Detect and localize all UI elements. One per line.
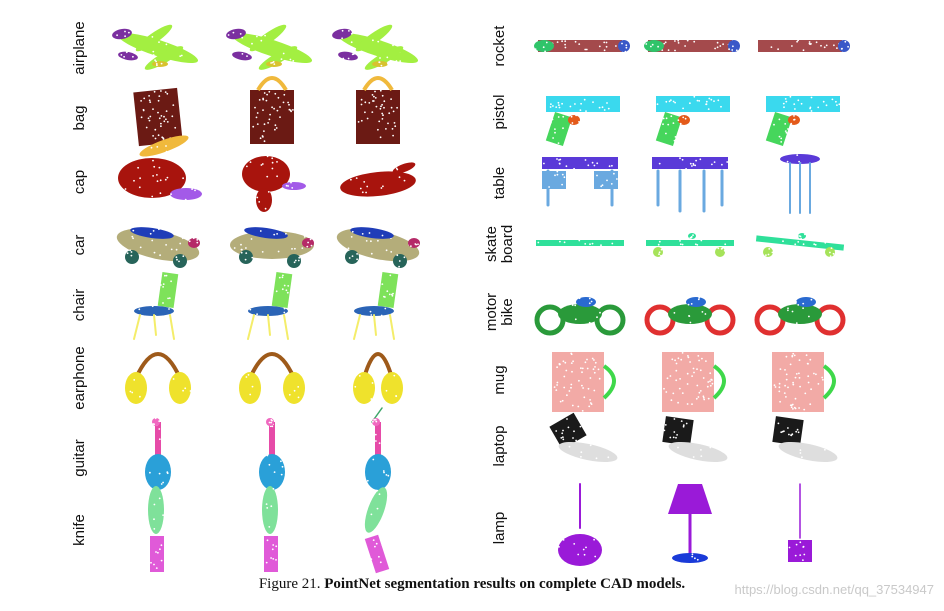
- thumb-earphone-3: [353, 352, 403, 423]
- thumb-chair-1: [133, 272, 179, 340]
- thumb-laptop-1: [549, 412, 618, 463]
- thumb-guitar-1: [145, 417, 171, 490]
- thumb-airplane-3: [332, 24, 419, 70]
- caption-title: PointNet segmentation results on complet…: [324, 576, 686, 592]
- thumb-knife-1: [148, 486, 165, 572]
- thumb-knife-3: [364, 487, 390, 574]
- thumb-cap-1: [118, 158, 202, 201]
- thumb-mug-3: [772, 352, 836, 412]
- thumb-table-2: [652, 157, 729, 213]
- caption-prefix: Figure 21.: [258, 576, 325, 592]
- thumb-earphone-2: [239, 352, 305, 404]
- segmentation-figure: [112, 24, 850, 574]
- thumb-bag-3: [356, 76, 400, 144]
- watermark-url: https://blog.csdn.net/qq_37534947: [734, 582, 935, 597]
- thumb-chair-3: [353, 272, 399, 340]
- row-label-lamp: lamp: [491, 511, 508, 545]
- thumb-cap-3: [340, 162, 416, 197]
- thumb-mug-1: [552, 352, 616, 412]
- thumb-rocket-1: [534, 40, 630, 53]
- thumb-skateboard-2: [646, 233, 734, 257]
- thumb-motorbike-1: [534, 297, 626, 336]
- thumb-airplane-2: [226, 24, 313, 70]
- thumb-chair-2: [247, 272, 293, 340]
- thumb-motorbike-3: [754, 297, 846, 336]
- thumb-car-1: [116, 227, 200, 268]
- thumb-skateboard-3: [755, 233, 845, 257]
- thumb-lamp-1: [558, 483, 602, 566]
- thumb-guitar-2: [259, 418, 285, 490]
- thumb-pistol-3: [765, 95, 841, 147]
- thumb-laptop-2: [662, 416, 728, 463]
- row-label-knife: knife: [71, 514, 88, 546]
- thumb-laptop-3: [772, 416, 838, 463]
- thumb-lamp-2: [668, 484, 712, 563]
- thumb-airplane-1: [112, 24, 200, 70]
- thumb-lamp-3: [788, 483, 812, 562]
- row-label-laptop: laptop: [491, 425, 508, 467]
- thumb-motorbike-2: [644, 296, 736, 336]
- thumb-skateboard-1: [536, 239, 624, 247]
- row-label-earphone: earphone: [71, 346, 88, 410]
- thumb-table-3: [780, 154, 820, 214]
- thumb-car-3: [336, 227, 420, 268]
- thumb-rocket-3: [758, 39, 850, 52]
- thumb-pistol-1: [545, 96, 620, 147]
- thumb-bag-2: [250, 76, 294, 144]
- thumb-earphone-1: [125, 352, 192, 404]
- thumb-table-1: [542, 157, 618, 207]
- thumb-car-2: [230, 227, 314, 268]
- thumb-guitar-3: [365, 418, 391, 490]
- thumb-knife-2: [262, 486, 278, 572]
- thumb-cap-2: [242, 155, 306, 212]
- thumb-pistol-2: [655, 95, 730, 147]
- figure-caption: Figure 21. PointNet segmentation results…: [0, 576, 944, 593]
- thumb-bag-1: [133, 87, 189, 157]
- thumb-mug-2: [662, 352, 726, 412]
- thumb-rocket-2: [644, 39, 740, 52]
